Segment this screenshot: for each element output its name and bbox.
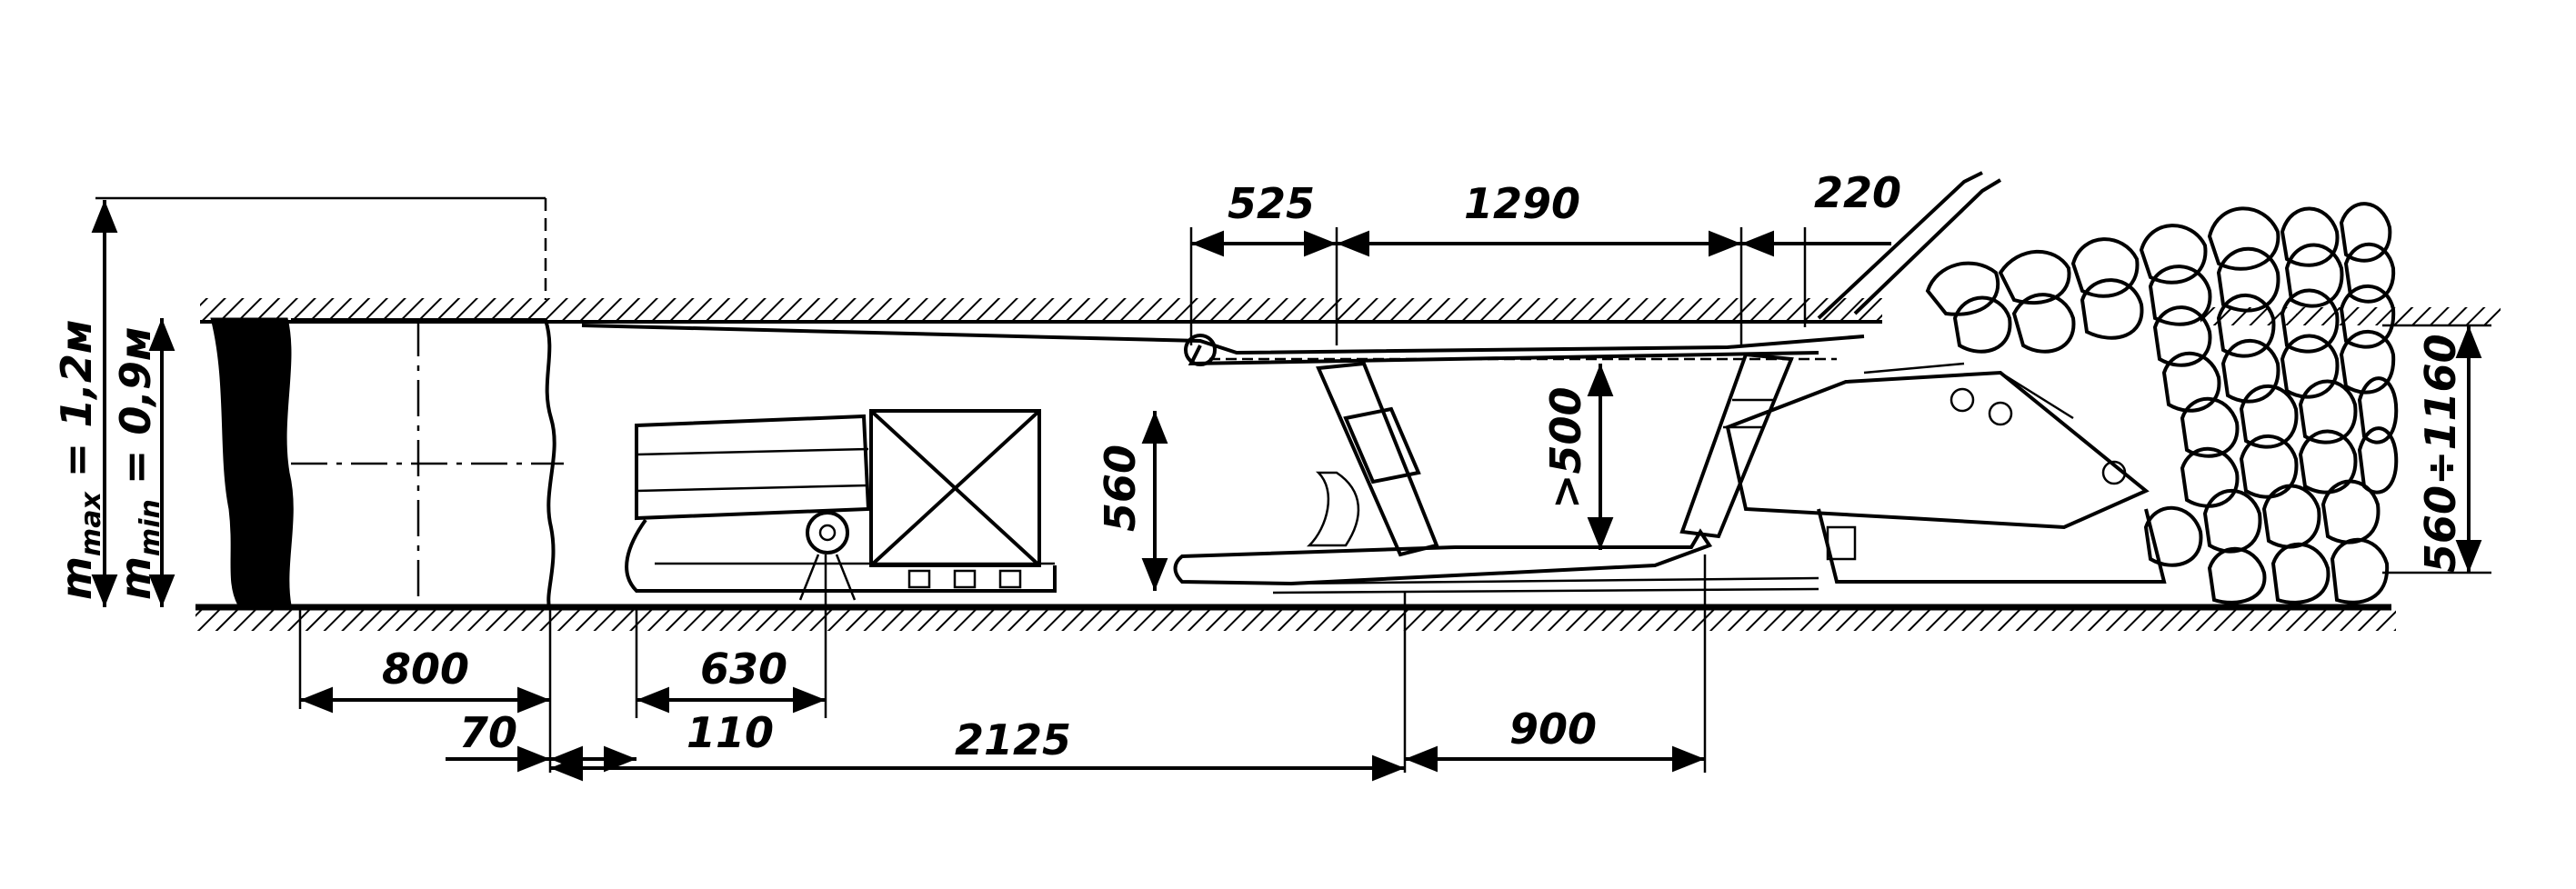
cutting-drum <box>291 318 564 609</box>
roof-support-canopy <box>581 171 2002 366</box>
conveyor-chute <box>1725 362 2167 584</box>
top-dimension-chain: 525 1290 220 <box>1189 168 1901 345</box>
right-height-dimension: 560÷1160 <box>2382 324 2491 574</box>
dim-560: 560 <box>1096 444 1145 532</box>
dim-1290: 1290 <box>1464 179 1580 228</box>
shearer-body <box>625 409 1057 601</box>
dim-525: 525 <box>1228 179 1315 228</box>
support-base-sled <box>1173 528 1819 594</box>
seam-min-label: mmin = 0,9м <box>111 326 166 600</box>
shearer-height-dimension: 560 <box>1096 411 1168 591</box>
seam-max-label: mmax = 1,2м <box>52 320 107 600</box>
dim-110: 110 <box>687 708 774 757</box>
hydraulic-leg-rear <box>1306 361 1439 557</box>
dim-560-1160: 560÷1160 <box>2416 334 2465 573</box>
dim-900: 900 <box>1509 704 1597 754</box>
dim-2125: 2125 <box>955 715 1071 764</box>
caved-rock-goaf <box>1925 202 2399 604</box>
coal-face-wall <box>210 317 294 606</box>
floor-rock-line <box>195 604 2396 631</box>
support-height-dimension: >500 <box>1541 364 1614 550</box>
dim-630: 630 <box>700 644 787 694</box>
dim-800: 800 <box>382 644 469 694</box>
dim-500: >500 <box>1541 386 1590 509</box>
dim-70: 70 <box>459 708 517 757</box>
bottom-dimension-chain: 800 630 70 110 2125 900 <box>298 554 1707 782</box>
seam-height-dimension: mmax = 1,2м mmin = 0,9м <box>52 196 547 607</box>
dim-220: 220 <box>1814 168 1901 217</box>
